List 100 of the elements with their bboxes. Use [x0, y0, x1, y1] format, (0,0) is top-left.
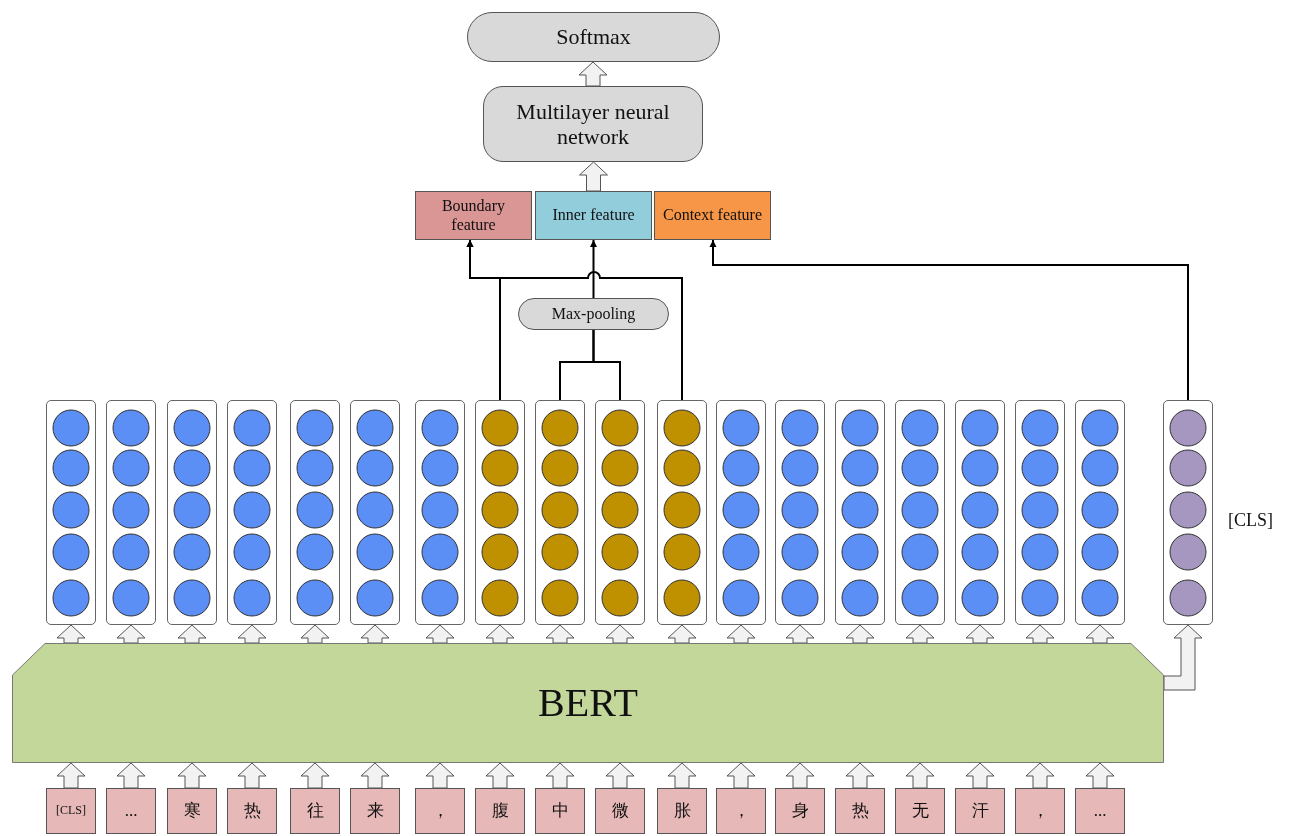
feature-box — [654, 191, 771, 240]
token-label: 往 — [306, 801, 324, 821]
vector-column — [227, 400, 277, 625]
block-arrow — [485, 762, 515, 789]
block-arrow — [485, 624, 515, 644]
token-label: ... — [124, 801, 138, 821]
token-box — [895, 788, 945, 834]
block-arrow — [605, 624, 635, 644]
block-arrow — [177, 624, 207, 644]
node-label: BERT — [538, 680, 638, 726]
block-arrow — [1085, 762, 1115, 789]
block-arrow — [425, 762, 455, 789]
vector-column — [46, 400, 96, 625]
vector-column — [775, 400, 825, 625]
block-arrow — [300, 624, 330, 644]
block-arrow — [360, 762, 390, 789]
vector-column — [475, 400, 525, 625]
token-label: ， — [1031, 801, 1049, 821]
token-label: ， — [732, 801, 750, 821]
token-box — [1015, 788, 1065, 834]
token-label: ， — [431, 801, 449, 821]
block-arrow — [425, 624, 455, 644]
token-label: 身 — [791, 801, 809, 821]
token-label: 胀 — [673, 801, 691, 821]
block-arrow — [116, 624, 146, 644]
node-label: Boundary feature — [440, 197, 507, 234]
vector-column — [350, 400, 400, 625]
block-arrow — [845, 624, 875, 644]
block-arrow — [545, 624, 575, 644]
token-box — [775, 788, 825, 834]
block-arrow — [1025, 624, 1055, 644]
block-arrow — [579, 161, 608, 192]
token-box — [657, 788, 707, 834]
block-arrow — [1163, 624, 1203, 691]
block-arrow — [785, 762, 815, 789]
vector-column — [955, 400, 1005, 625]
node-label: Softmax — [556, 24, 631, 50]
block-arrow — [965, 624, 995, 644]
token-box — [106, 788, 156, 834]
arrow — [709, 239, 1189, 401]
vector-column — [716, 400, 766, 625]
block-arrow — [726, 624, 756, 644]
block-arrow — [965, 762, 995, 789]
token-box — [475, 788, 525, 834]
vector-column — [1075, 400, 1125, 625]
vector-column — [535, 400, 585, 625]
block-arrow — [905, 762, 935, 789]
token-label: [CLS] — [56, 804, 86, 818]
vector-column — [895, 400, 945, 625]
token-label: 汗 — [971, 801, 989, 821]
block-arrow — [605, 762, 635, 789]
block-arrow — [237, 762, 267, 789]
token-box — [350, 788, 400, 834]
block-arrow — [116, 762, 146, 789]
block-arrow — [845, 762, 875, 789]
token-label: 寒 — [183, 801, 201, 821]
block-arrow — [360, 624, 390, 644]
vector-column — [1015, 400, 1065, 625]
token-box — [46, 788, 96, 834]
token-box — [595, 788, 645, 834]
block-arrow — [56, 762, 86, 789]
block-arrow — [56, 624, 86, 644]
token-label: 微 — [611, 801, 629, 821]
block-arrow — [785, 624, 815, 644]
token-label: ... — [1093, 801, 1107, 821]
block-arrow — [237, 624, 267, 644]
token-label: 中 — [551, 801, 569, 821]
token-label: 来 — [366, 801, 384, 821]
bracket-line — [592, 329, 621, 401]
node-label: Max-pooling — [551, 304, 636, 324]
vector-column — [167, 400, 217, 625]
output-layer-box — [467, 12, 720, 62]
token-label: 热 — [851, 801, 869, 821]
token-label: 无 — [911, 801, 929, 821]
vector-column — [415, 400, 465, 625]
token-label: 热 — [243, 801, 261, 821]
block-arrow — [545, 762, 575, 789]
block-arrow — [1025, 762, 1055, 789]
token-box — [415, 788, 465, 834]
block-arrow — [1085, 624, 1115, 644]
layer-box — [483, 86, 703, 162]
vector-column — [657, 400, 707, 625]
node-label: Context feature — [662, 206, 763, 225]
token-box — [835, 788, 885, 834]
node-label: Multilayer neural network — [515, 98, 671, 150]
token-box — [290, 788, 340, 834]
token-box — [167, 788, 217, 834]
block-arrow — [300, 762, 330, 789]
vector-column — [1163, 400, 1213, 625]
block-arrow — [667, 762, 697, 789]
block-arrow — [667, 624, 697, 644]
block-arrow — [905, 624, 935, 644]
feature-box — [535, 191, 652, 240]
side-label: [CLS] — [1228, 510, 1273, 531]
token-label: 腹 — [491, 801, 509, 821]
token-box — [227, 788, 277, 834]
feature-box — [415, 191, 532, 240]
vector-column — [106, 400, 156, 625]
block-arrow — [726, 762, 756, 789]
arrow — [590, 239, 597, 299]
